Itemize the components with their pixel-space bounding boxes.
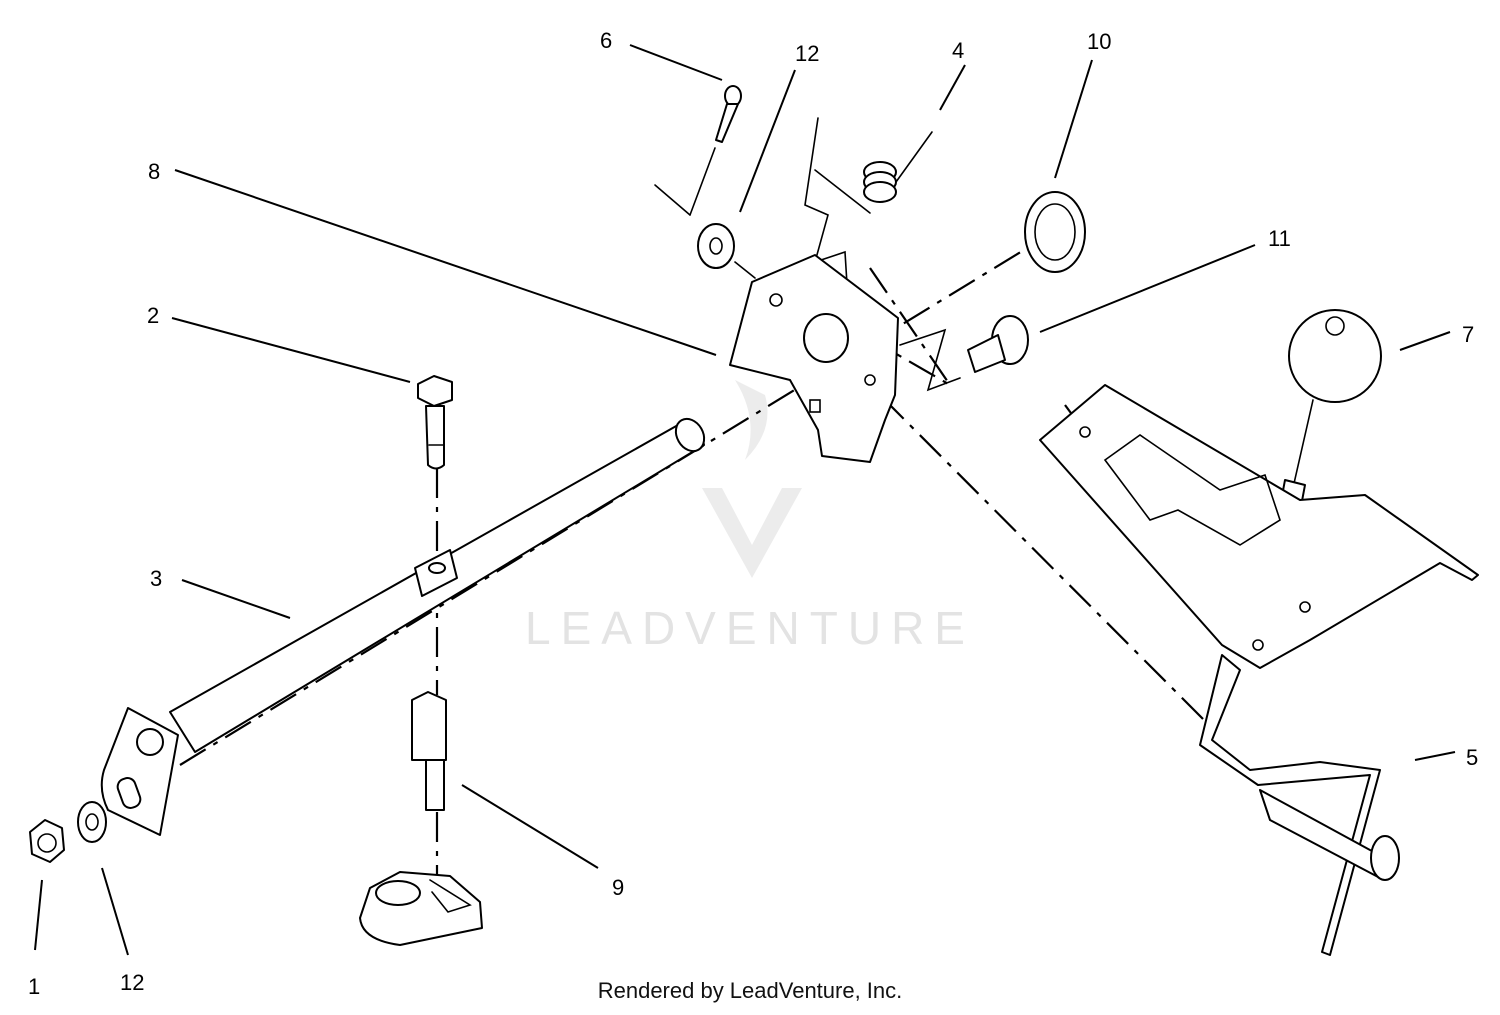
shift-arm-line	[844, 359, 1213, 729]
callout-3: 3	[150, 566, 162, 591]
watermark-text: LEADVENTURE	[525, 602, 975, 654]
shoulder-bolt-part	[967, 315, 1029, 373]
bolt-zigzag	[899, 328, 961, 392]
watermark-logo-icon	[702, 380, 802, 578]
cotter-pin-part	[654, 85, 742, 216]
callout-labels: 1 12 2 3 4 5 6 7 8 9 10 11 12	[28, 28, 1478, 999]
pivot-block-part	[359, 871, 483, 946]
footer-credit: Rendered by LeadVenture, Inc.	[597, 978, 903, 1003]
callout-7: 7	[1462, 322, 1474, 347]
washer-upper-part	[697, 223, 756, 279]
shift-lever-part	[1039, 384, 1479, 956]
watermark: LEADVENTURE	[525, 380, 975, 654]
large-washer-part	[1024, 191, 1086, 273]
shaft-part	[100, 417, 706, 836]
callout-1: 1	[28, 974, 40, 999]
bolt-part	[417, 375, 453, 470]
spring-part	[814, 131, 933, 214]
callout-6: 6	[600, 28, 612, 53]
bracket-part	[729, 254, 899, 463]
nut-part	[29, 819, 65, 863]
callout-5: 5	[1466, 745, 1478, 770]
callout-11: 11	[1268, 226, 1291, 251]
callout-12-lower: 12	[120, 970, 144, 995]
spacer-part	[411, 691, 447, 811]
callout-8: 8	[148, 159, 160, 184]
callout-2: 2	[147, 303, 159, 328]
callout-9: 9	[612, 875, 624, 900]
shaft-centerline	[179, 227, 1061, 766]
spring-zigzag	[804, 117, 849, 301]
callout-12-upper: 12	[795, 41, 819, 66]
leader-lines	[34, 44, 1456, 956]
callout-10: 10	[1087, 29, 1111, 54]
washer-part	[77, 801, 107, 843]
callout-4: 4	[952, 38, 964, 63]
